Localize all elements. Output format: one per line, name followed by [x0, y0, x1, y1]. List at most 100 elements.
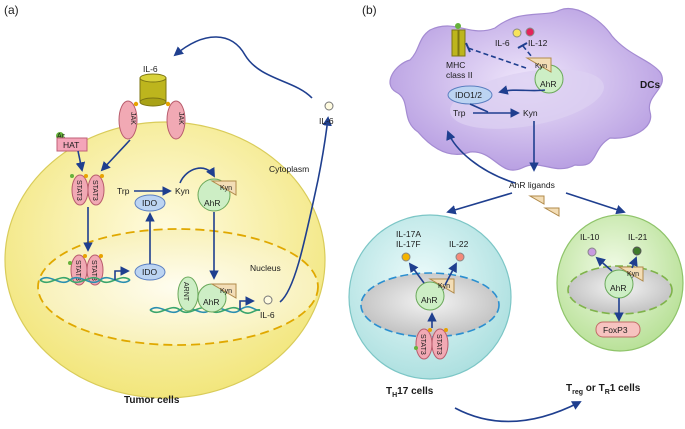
tumor-caption: Tumor cells	[124, 395, 180, 406]
dc-il12-dot	[525, 27, 535, 37]
hat-box	[56, 137, 88, 152]
th17-treg-conversion-arrow	[454, 401, 582, 423]
mhc-inhibition	[467, 47, 527, 69]
th17-il17-dot	[401, 252, 411, 262]
foxp3-box	[595, 321, 641, 338]
kyn-nuc-label: Kyn	[220, 288, 232, 295]
dc-nucleus-region	[450, 69, 604, 129]
th17-il17a-label: IL-17A	[396, 229, 421, 239]
treg-il10-arrow	[595, 256, 613, 272]
dc-il6-label: IL-6	[495, 38, 510, 48]
svg-text:STAT3: STAT3	[435, 334, 442, 355]
nucleus-label: Nucleus	[250, 263, 281, 273]
dc-il6-dot	[512, 28, 522, 38]
mhc-label-2: class II	[446, 70, 472, 80]
th17-il17-arrow	[408, 262, 425, 284]
treg-ahr-label: AhR	[610, 283, 627, 293]
promoter-arrow-il6	[239, 296, 255, 310]
ligand-th17-arrow	[446, 192, 513, 215]
ligand-tri-1	[528, 195, 545, 205]
jak-left: JAK	[118, 100, 139, 140]
treg-kyn-triangle	[617, 266, 644, 282]
dc-ido-label: IDO1/2	[455, 90, 482, 100]
treg-il21-dot	[632, 246, 642, 256]
th17-ahr	[415, 281, 445, 311]
svg-text:STAT3: STAT3	[90, 260, 97, 281]
promoter-arrow-ido	[114, 266, 130, 280]
svg-text:STAT3: STAT3	[91, 180, 98, 201]
tumor-nucleus	[37, 228, 319, 346]
th17-il22-dot	[455, 252, 465, 262]
il6-gene-label: IL-6	[260, 310, 275, 320]
panel-label-b: (b)	[362, 3, 377, 17]
mhc-class-ii	[451, 23, 466, 57]
kyn-triangle-cyto	[210, 180, 237, 196]
treg-il10-label: IL-10	[580, 232, 600, 242]
ligand-tri-2	[543, 207, 560, 217]
mhc-label-1: MHC	[446, 60, 465, 70]
arnt-label: ARNT	[182, 282, 189, 302]
svg-text:STAT3: STAT3	[419, 334, 426, 355]
ac-label: Ac	[57, 133, 66, 140]
th17-kyn-triangle	[428, 278, 455, 294]
kyn-on-ahr-label: Kyn	[220, 185, 232, 192]
ido-catalysis-line	[469, 103, 489, 113]
il6-gene-dot	[263, 295, 273, 305]
th17-kyn-label: Kyn	[438, 283, 450, 290]
autocrine-arrow	[173, 36, 313, 99]
ido-cyto	[134, 194, 166, 212]
cytoplasm-label: Cytoplasm	[269, 164, 309, 174]
ahr-nuc-label: AhR	[203, 297, 220, 307]
jak-stat-arrow	[100, 139, 131, 172]
il6-secretion-arrow	[279, 116, 332, 303]
ido-cyto-label: IDO	[142, 198, 158, 208]
th17-caption: TH17 cells	[386, 386, 434, 399]
dc-il12-label: IL-12	[528, 38, 548, 48]
dc-kyn-triangle	[525, 57, 552, 73]
dc-label: DCs	[640, 80, 660, 91]
treg-kyn-label: Kyn	[627, 271, 639, 278]
arnt	[177, 276, 199, 312]
panel-label-a: (a)	[4, 3, 19, 17]
th17-il22-arrow	[444, 262, 457, 286]
dc-trp-label: Trp	[453, 108, 466, 118]
il12-inhibition-bar	[517, 42, 528, 49]
treg-il21-arrow	[628, 256, 638, 269]
treg-caption: Treg or TR1 cells	[566, 383, 641, 396]
il6-secreted-dot	[324, 101, 334, 111]
hat-label: HAT	[63, 140, 79, 150]
receptor-il6-label: IL-6	[143, 64, 158, 74]
kyn-label: Kyn	[175, 186, 190, 196]
dc-ahr-label: AhR	[540, 79, 557, 89]
treg-il21-label: IL-21	[628, 232, 648, 242]
ligand-dc-feedback	[446, 130, 516, 184]
kyn-triangle-nuc	[210, 283, 237, 299]
svg-text:STAT3: STAT3	[75, 180, 82, 201]
th17-il22-label: IL-22	[449, 239, 469, 249]
svg-text:JAK: JAK	[177, 112, 184, 125]
dc-kyn2-label: Kyn	[523, 108, 538, 118]
ahr-ligands-label: AhR ligands	[509, 180, 555, 190]
il6-secreted-label: IL-6	[319, 116, 334, 126]
ahr-cyto-label: AhR	[204, 198, 221, 208]
trp-label: Trp	[117, 186, 130, 196]
stat3-cyto: STAT3 STAT3	[70, 174, 105, 206]
th17-stat3: STAT3 STAT3	[414, 328, 449, 360]
hat-stat-arrow	[75, 150, 86, 172]
treg-il10-dot	[587, 247, 597, 257]
ahr-ido-arrow	[498, 85, 546, 95]
foxp3-label: FoxP3	[603, 325, 628, 335]
il6-receptor	[139, 73, 167, 107]
svg-text:JAK: JAK	[129, 112, 136, 125]
ido-nuc-label: IDO	[142, 267, 158, 277]
kyn-binding-arrow	[179, 166, 215, 184]
jak-right: JAK	[165, 100, 186, 140]
svg-text:STAT3: STAT3	[74, 260, 81, 281]
dc-kyn-label: Kyn	[535, 63, 547, 70]
th17-ahr-label: AhR	[421, 295, 438, 305]
mhc-inhibition-bar	[465, 42, 471, 53]
th17-il17f-label: IL-17F	[396, 239, 421, 249]
ligand-treg-arrow	[565, 192, 626, 215]
